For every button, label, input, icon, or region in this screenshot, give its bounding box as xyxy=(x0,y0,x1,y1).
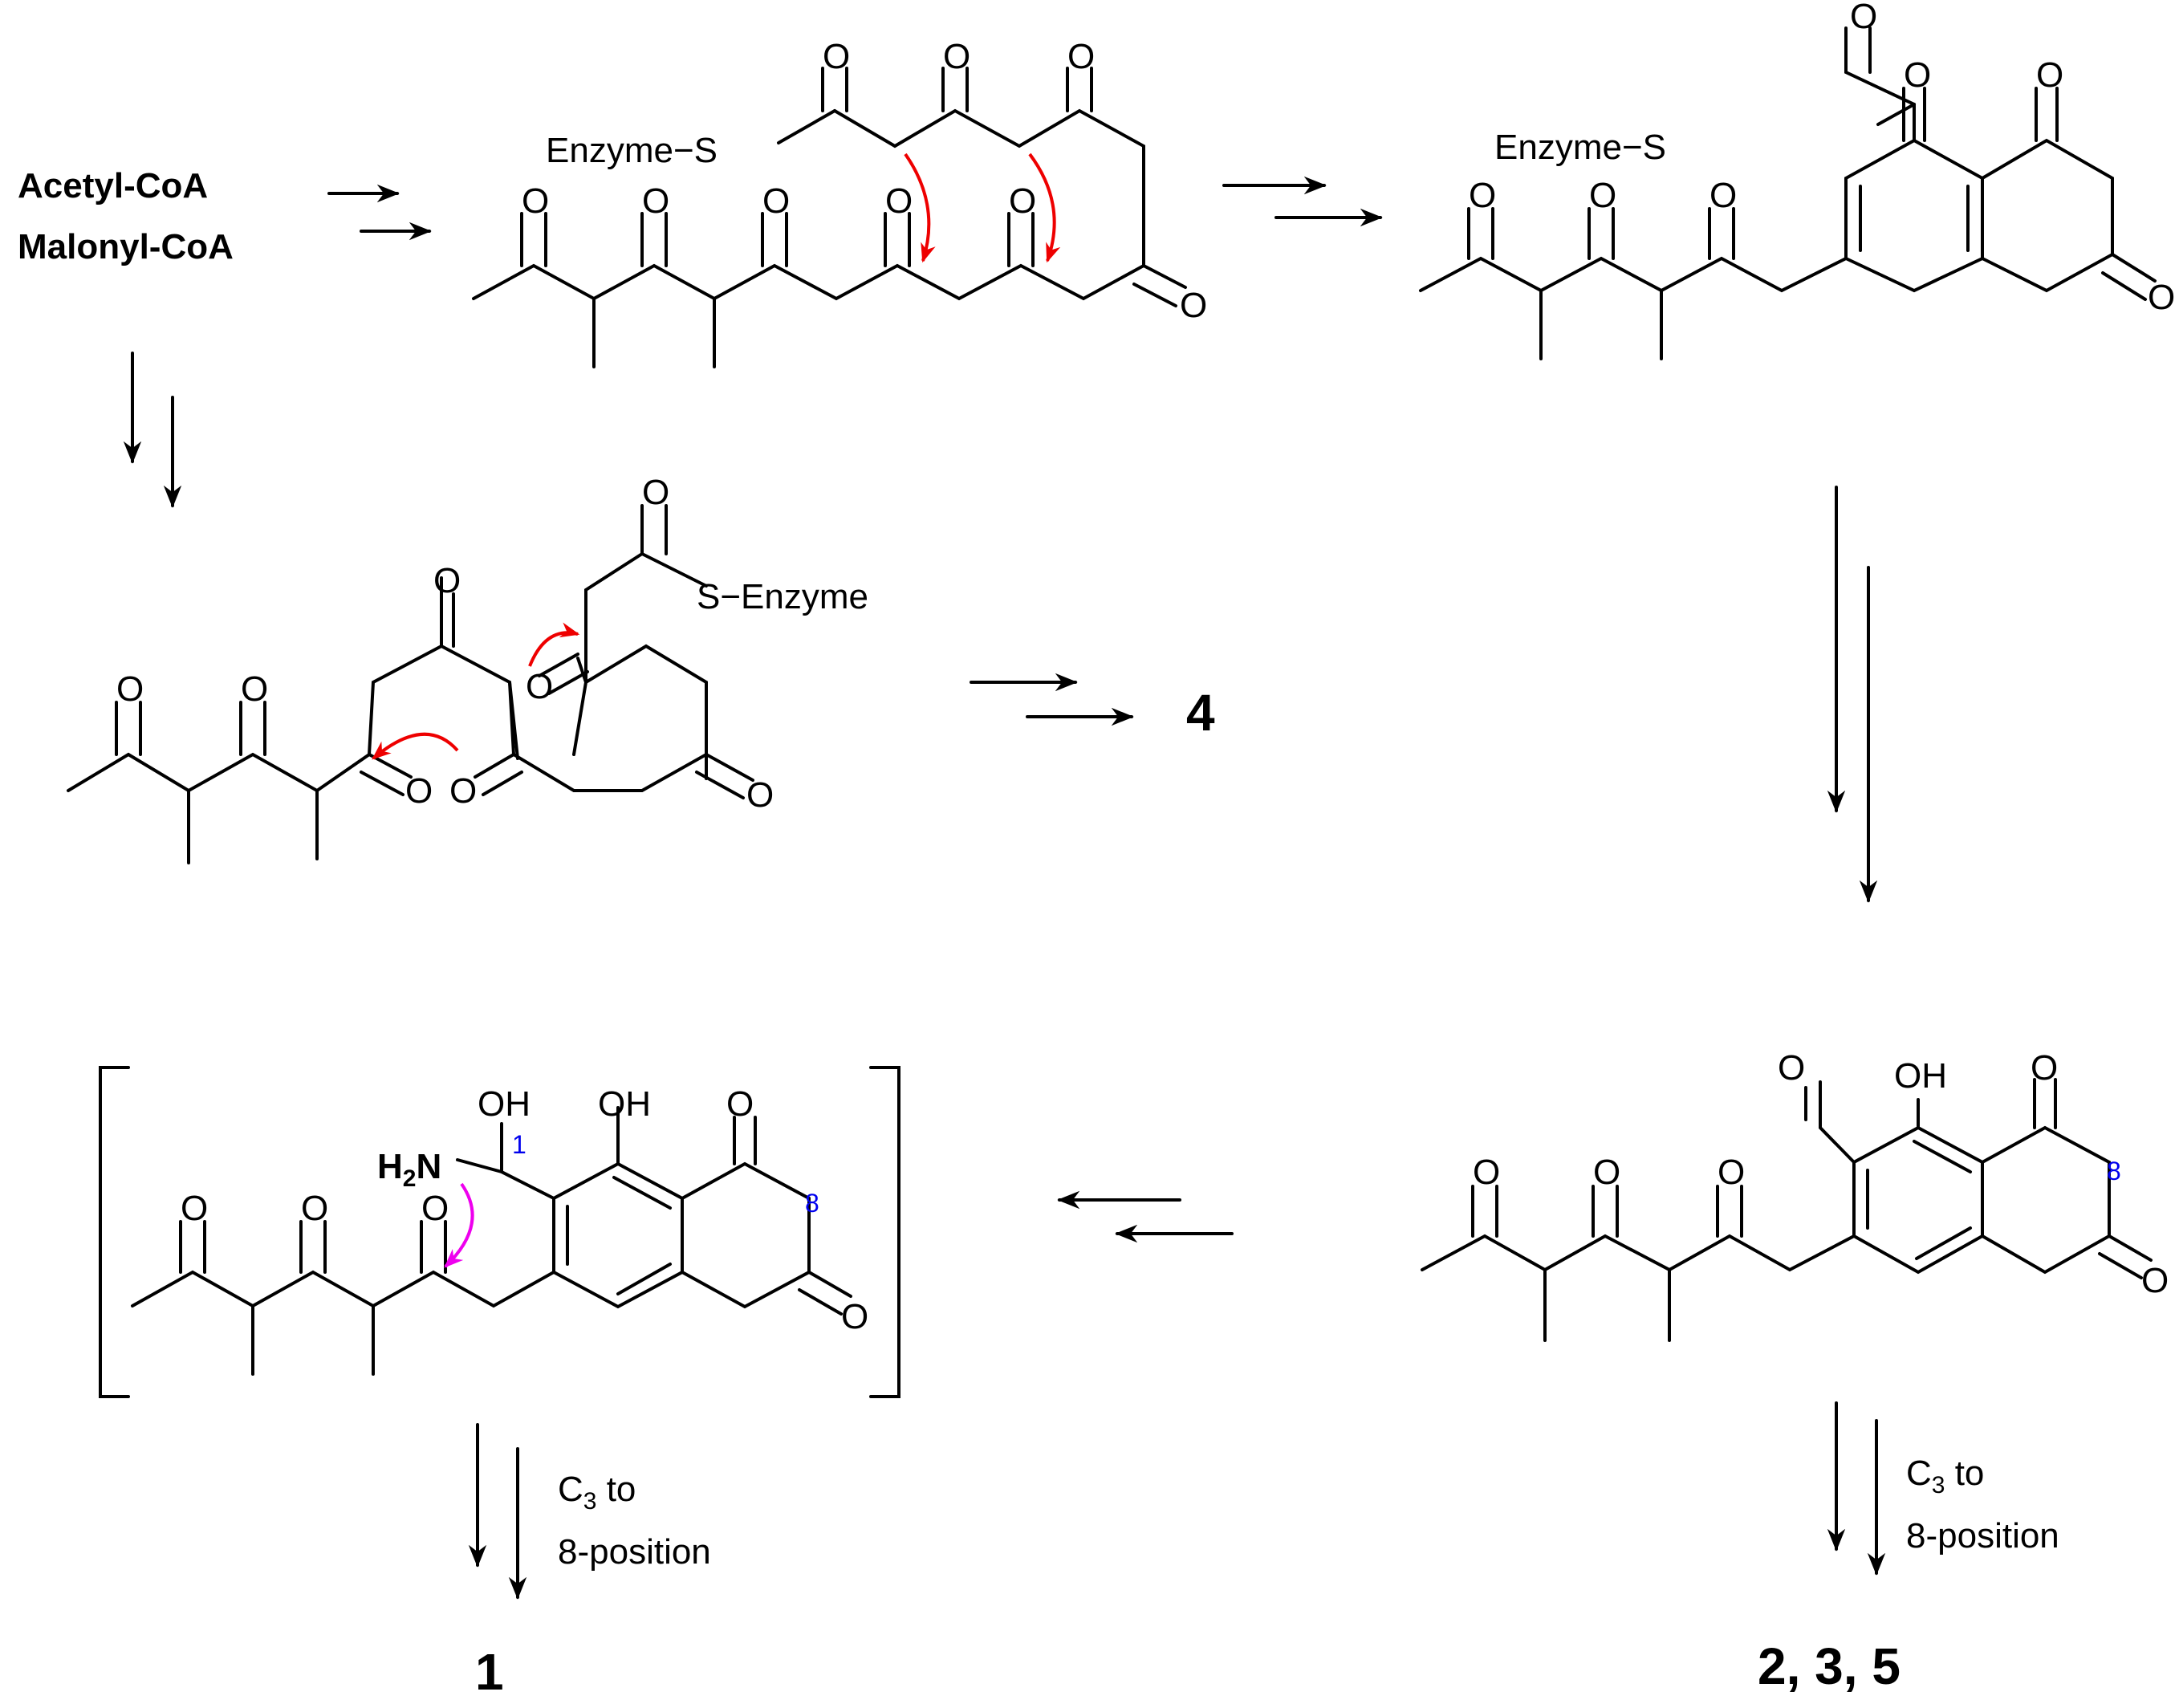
oxygen-label: O xyxy=(1593,1153,1620,1192)
oxygen-label: O xyxy=(823,37,850,76)
oxygen-label: O xyxy=(1709,176,1737,215)
oxygen-label: O xyxy=(181,1189,208,1228)
oxygen-label: O xyxy=(2141,1261,2169,1300)
oxygen-label: O xyxy=(1473,1153,1500,1192)
oxygen-label: O xyxy=(1180,286,1207,325)
oxygen-label: O xyxy=(1850,0,1877,36)
carbon-c: C xyxy=(1906,1454,1932,1493)
condition-line-1: C3 to xyxy=(558,1470,636,1515)
condition-line-2: 8-position xyxy=(558,1532,711,1572)
folded-polyketide: O O O O O O O O S−Enzyme xyxy=(67,473,868,864)
carbon-subscript: 3 xyxy=(1932,1472,1945,1499)
oxygen-label: O xyxy=(116,669,144,709)
amine-n: N xyxy=(416,1147,441,1186)
condition-to: to xyxy=(1945,1454,1984,1493)
compound-1-label: 1 xyxy=(475,1643,504,1701)
amination-intermediate: O O O OH OH O O H2N 1 8 xyxy=(99,1066,900,1398)
carbon-subscript: 3 xyxy=(583,1488,597,1515)
amine-attack-arrow xyxy=(444,1182,474,1268)
cyclization-arrow xyxy=(372,732,459,760)
cyclization-arrow xyxy=(904,152,936,263)
enzyme-thioester-label: Enzyme−S xyxy=(546,131,718,170)
oxygen-label: O xyxy=(1904,55,1931,95)
oxygen-label: O xyxy=(522,181,549,221)
oxygen-label: O xyxy=(2148,278,2175,317)
oxygen-label: O xyxy=(2036,55,2063,95)
oxygen-label: O xyxy=(1469,176,1496,215)
oxygen-label: O xyxy=(642,181,669,221)
hydroxyl-label: OH xyxy=(1894,1056,1947,1096)
cyclization-arrow xyxy=(1028,152,1061,263)
condition-line-2: 8-position xyxy=(1906,1516,2059,1556)
oxygen-label: O xyxy=(526,667,553,706)
oxygen-label: O xyxy=(301,1189,328,1228)
oxygen-label: O xyxy=(1067,37,1095,76)
position-8-label: 8 xyxy=(2107,1157,2121,1185)
oxygen-label: O xyxy=(885,181,913,221)
oxygen-label: O xyxy=(1718,1153,1745,1192)
enzyme-thioester-label: S−Enzyme xyxy=(697,577,868,616)
amine-h: H xyxy=(377,1147,403,1186)
amine-subscript: 2 xyxy=(403,1165,417,1192)
position-8-label: 8 xyxy=(805,1189,819,1218)
oxygen-label: O xyxy=(943,37,970,76)
compound-4-label: 4 xyxy=(1186,684,1215,742)
oxygen-label: O xyxy=(421,1189,449,1228)
acetyl-coa-label: Acetyl-CoA xyxy=(18,166,208,205)
carbon-c: C xyxy=(558,1470,583,1509)
aromatic-aldehyde-intermediate: O O O O OH O O 8 xyxy=(1421,1048,2169,1342)
oxygen-label: O xyxy=(2031,1048,2058,1088)
oxygen-label: O xyxy=(433,561,461,600)
hydroxyl-label: OH xyxy=(478,1084,531,1124)
condition-to: to xyxy=(596,1470,636,1509)
oxygen-label: O xyxy=(841,1297,868,1336)
enzyme-thioester-label: Enzyme−S xyxy=(1494,128,1666,167)
cyclization-arrow xyxy=(528,622,580,667)
oxygen-label: O xyxy=(1778,1048,1805,1088)
hydroxyl-label: OH xyxy=(598,1084,651,1124)
bicyclic-intermediate: O O O O O O O Enzyme−S xyxy=(1419,0,2175,360)
malonyl-coa-label: Malonyl-CoA xyxy=(18,227,234,266)
oxygen-label: O xyxy=(241,669,268,709)
condition-line-1: C3 to xyxy=(1906,1454,1984,1499)
condition-right: C3 to 8-position xyxy=(1906,1454,2059,1556)
oxygen-label: O xyxy=(746,775,774,815)
condition-left: C3 to 8-position xyxy=(558,1470,711,1572)
oxygen-label: O xyxy=(449,771,477,811)
amine-label: H2N xyxy=(377,1147,441,1192)
oxygen-label: O xyxy=(726,1084,754,1124)
polyketide-chain-a: O O O O O O O O O Enzyme−S xyxy=(472,37,1207,368)
oxygen-label: O xyxy=(1589,176,1616,215)
reaction-arrows xyxy=(123,176,1886,1600)
oxygen-label: O xyxy=(642,473,669,512)
oxygen-label: O xyxy=(405,771,433,811)
position-1-label: 1 xyxy=(512,1130,526,1159)
precursor-labels: Acetyl-CoA Malonyl-CoA xyxy=(18,166,234,266)
compounds-2-3-5-label: 2, 3, 5 xyxy=(1758,1637,1901,1695)
oxygen-label: O xyxy=(1009,181,1036,221)
oxygen-label: O xyxy=(762,181,790,221)
